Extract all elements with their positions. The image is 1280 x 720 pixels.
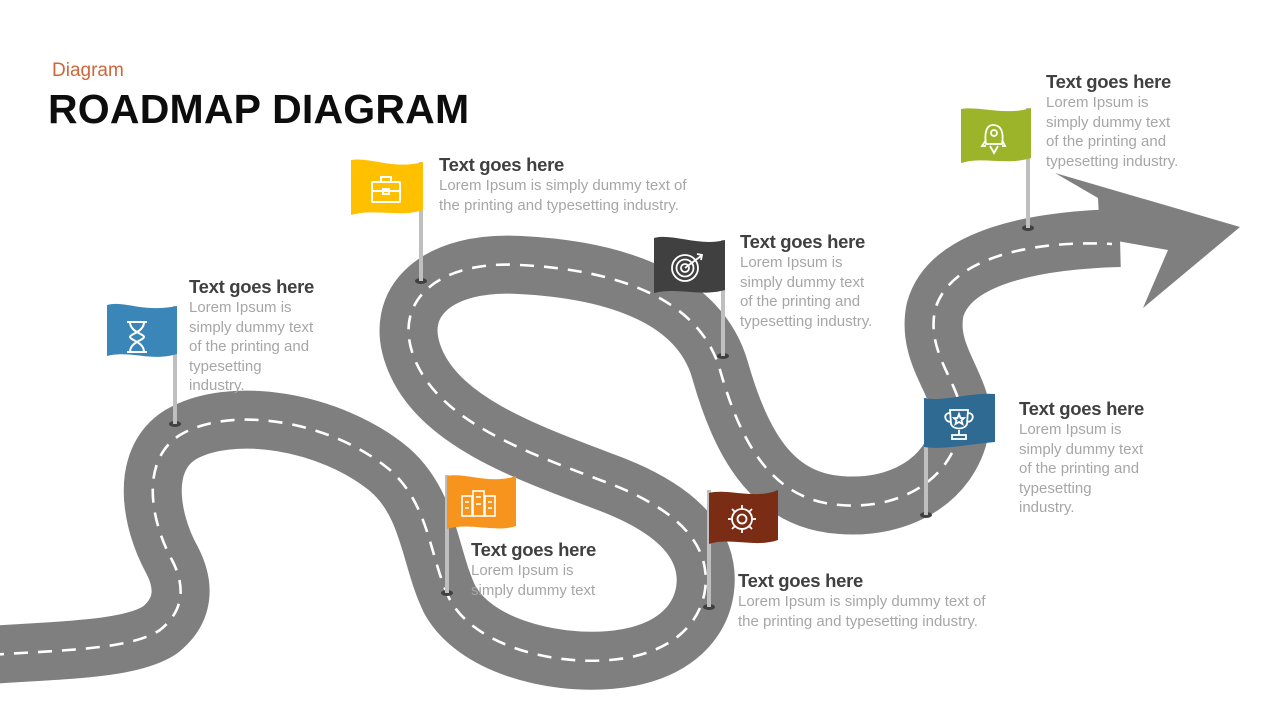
road-arrow-head	[1055, 173, 1240, 308]
milestone-1-heading: Text goes here	[189, 276, 315, 297]
milestone-4-heading: Text goes here	[740, 231, 866, 252]
milestone-7-callout: Text goes here Lorem Ipsum is simply dum…	[1046, 71, 1206, 171]
milestone-5-callout: Text goes here Lorem Ipsum is simply dum…	[738, 570, 1018, 631]
milestone-1-body: Lorem Ipsum is simply dummy text of the …	[189, 299, 314, 394]
milestone-4-flag[interactable]	[654, 236, 725, 293]
milestone-6-callout: Text goes here Lorem Ipsum is simply dum…	[1019, 398, 1169, 518]
target-icon	[671, 253, 704, 282]
slide-category-label: Diagram	[52, 60, 124, 81]
milestone-6-flag[interactable]	[924, 393, 995, 448]
gear-icon	[728, 505, 756, 533]
milestone-5-body: Lorem Ipsum is simply dummy text of the …	[738, 593, 986, 630]
milestone-4-body: Lorem Ipsum is simply dummy text of the …	[740, 254, 873, 330]
milestone-3-callout: Text goes here Lorem Ipsum is simply dum…	[471, 539, 621, 600]
briefcase-icon	[371, 176, 401, 203]
slide-title: ROADMAP DIAGRAM	[48, 86, 470, 132]
milestone-6-body: Lorem Ipsum is simply dummy text of the …	[1019, 421, 1144, 516]
buildings-icon	[461, 490, 496, 517]
rocket-icon	[980, 124, 1007, 155]
milestone-3-flag[interactable]	[447, 475, 516, 529]
milestone-7-flag[interactable]	[961, 108, 1031, 163]
trophy-icon	[944, 409, 974, 440]
milestone-2-flag[interactable]	[351, 159, 423, 215]
milestone-2-callout: Text goes here Lorem Ipsum is simply dum…	[439, 154, 719, 215]
milestone-5-flag[interactable]	[709, 490, 778, 544]
milestone-1-flag[interactable]	[107, 303, 177, 357]
milestone-4-callout: Text goes here Lorem Ipsum is simply dum…	[740, 231, 890, 331]
hourglass-icon	[127, 321, 147, 353]
milestone-2-heading: Text goes here	[439, 154, 565, 175]
milestone-7-body: Lorem Ipsum is simply dummy text of the …	[1046, 94, 1179, 170]
milestone-7-heading: Text goes here	[1046, 71, 1172, 92]
milestone-6-heading: Text goes here	[1019, 398, 1145, 419]
milestone-3-heading: Text goes here	[471, 539, 597, 560]
milestone-3-body: Lorem Ipsum is simply dummy text	[471, 562, 596, 599]
milestone-2-body: Lorem Ipsum is simply dummy text of the …	[439, 177, 687, 214]
milestone-5-heading: Text goes here	[738, 570, 864, 591]
flag-poles	[169, 108, 1034, 610]
road-lane-markings	[0, 242, 1113, 662]
milestone-1-callout: Text goes here Lorem Ipsum is simply dum…	[189, 276, 329, 396]
